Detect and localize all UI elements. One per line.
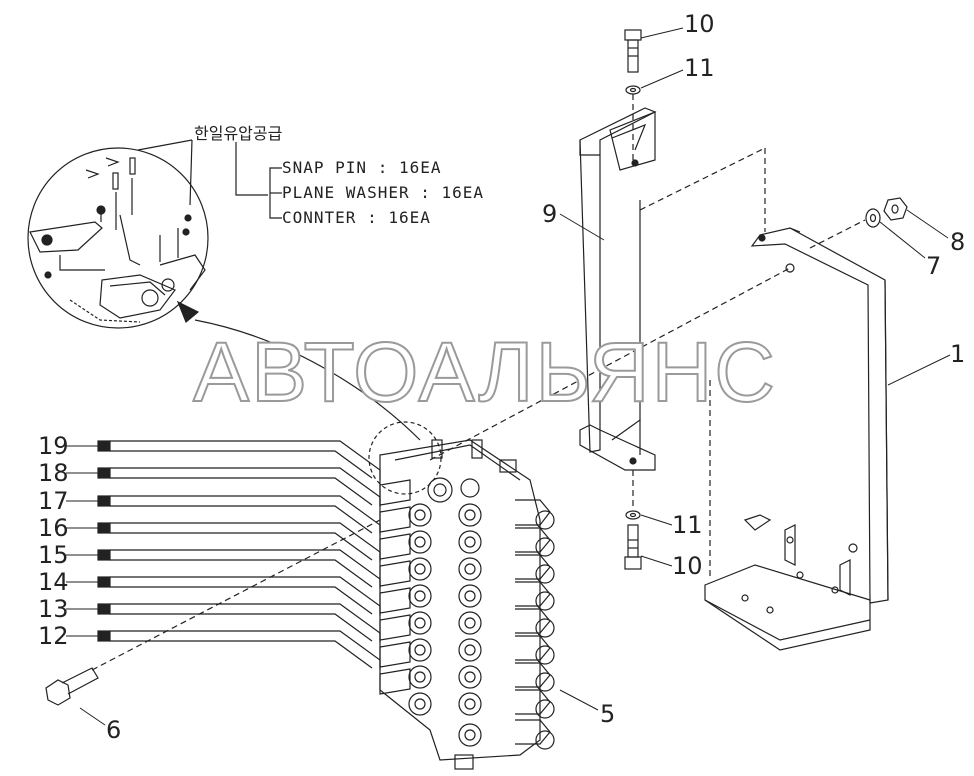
- callout-strap: 9: [542, 200, 558, 228]
- callout-rod-16: 16: [38, 514, 69, 542]
- callout-rod-17: 17: [38, 487, 69, 515]
- callout-valve: 5: [600, 700, 616, 728]
- callout-washer-top: 11: [684, 54, 715, 82]
- rod-14: [97, 576, 381, 616]
- strap-part: [579, 107, 657, 510]
- watermark-text: АВТОАЛЬЯНС: [192, 325, 777, 419]
- supply-label: 한일유압공급: [194, 124, 283, 143]
- bolt-top: [624, 29, 642, 160]
- callout-rod-14: 14: [38, 568, 69, 596]
- rod-18: [97, 467, 381, 507]
- supply-leaders: [137, 139, 282, 219]
- rod-12: [97, 630, 381, 670]
- callout-bolt-lower: 6: [106, 716, 122, 744]
- note-connter: CONNTER : 16EA: [282, 208, 431, 227]
- callout-bracket: 1: [950, 340, 966, 368]
- rod-17: [97, 495, 381, 535]
- control-valve: [379, 439, 599, 770]
- callout-washer-bottom: 11: [672, 511, 703, 539]
- note-plane-washer: PLANE WASHER : 16EA: [282, 183, 485, 202]
- callout-nut: 8: [950, 228, 966, 256]
- rod-leaders: [66, 445, 98, 637]
- callout-rod-13: 13: [38, 595, 69, 623]
- callout-rod-15: 15: [38, 541, 69, 569]
- detail-view: [27, 147, 209, 329]
- callout-bolt-bottom: 10: [672, 552, 703, 580]
- note-snap-pin: SNAP PIN : 16EA: [282, 158, 442, 177]
- control-rods: [97, 440, 381, 670]
- bolt-bottom: [624, 510, 642, 570]
- bolt-lower: [45, 519, 381, 726]
- callout-rod-18: 18: [38, 459, 69, 487]
- callout-rod-19: 19: [38, 432, 69, 460]
- callout-washer-side: 7: [926, 252, 942, 280]
- part-leaders: [559, 27, 951, 567]
- callout-bolt-top: 10: [684, 10, 715, 38]
- callout-rod-12: 12: [38, 622, 69, 650]
- rod-13: [97, 603, 381, 643]
- rod-19: [97, 440, 381, 480]
- bracket-part: [429, 147, 889, 651]
- valve-sections: [379, 479, 555, 750]
- nut-washer: [865, 197, 908, 228]
- rod-16: [97, 522, 381, 562]
- rod-15: [97, 549, 381, 589]
